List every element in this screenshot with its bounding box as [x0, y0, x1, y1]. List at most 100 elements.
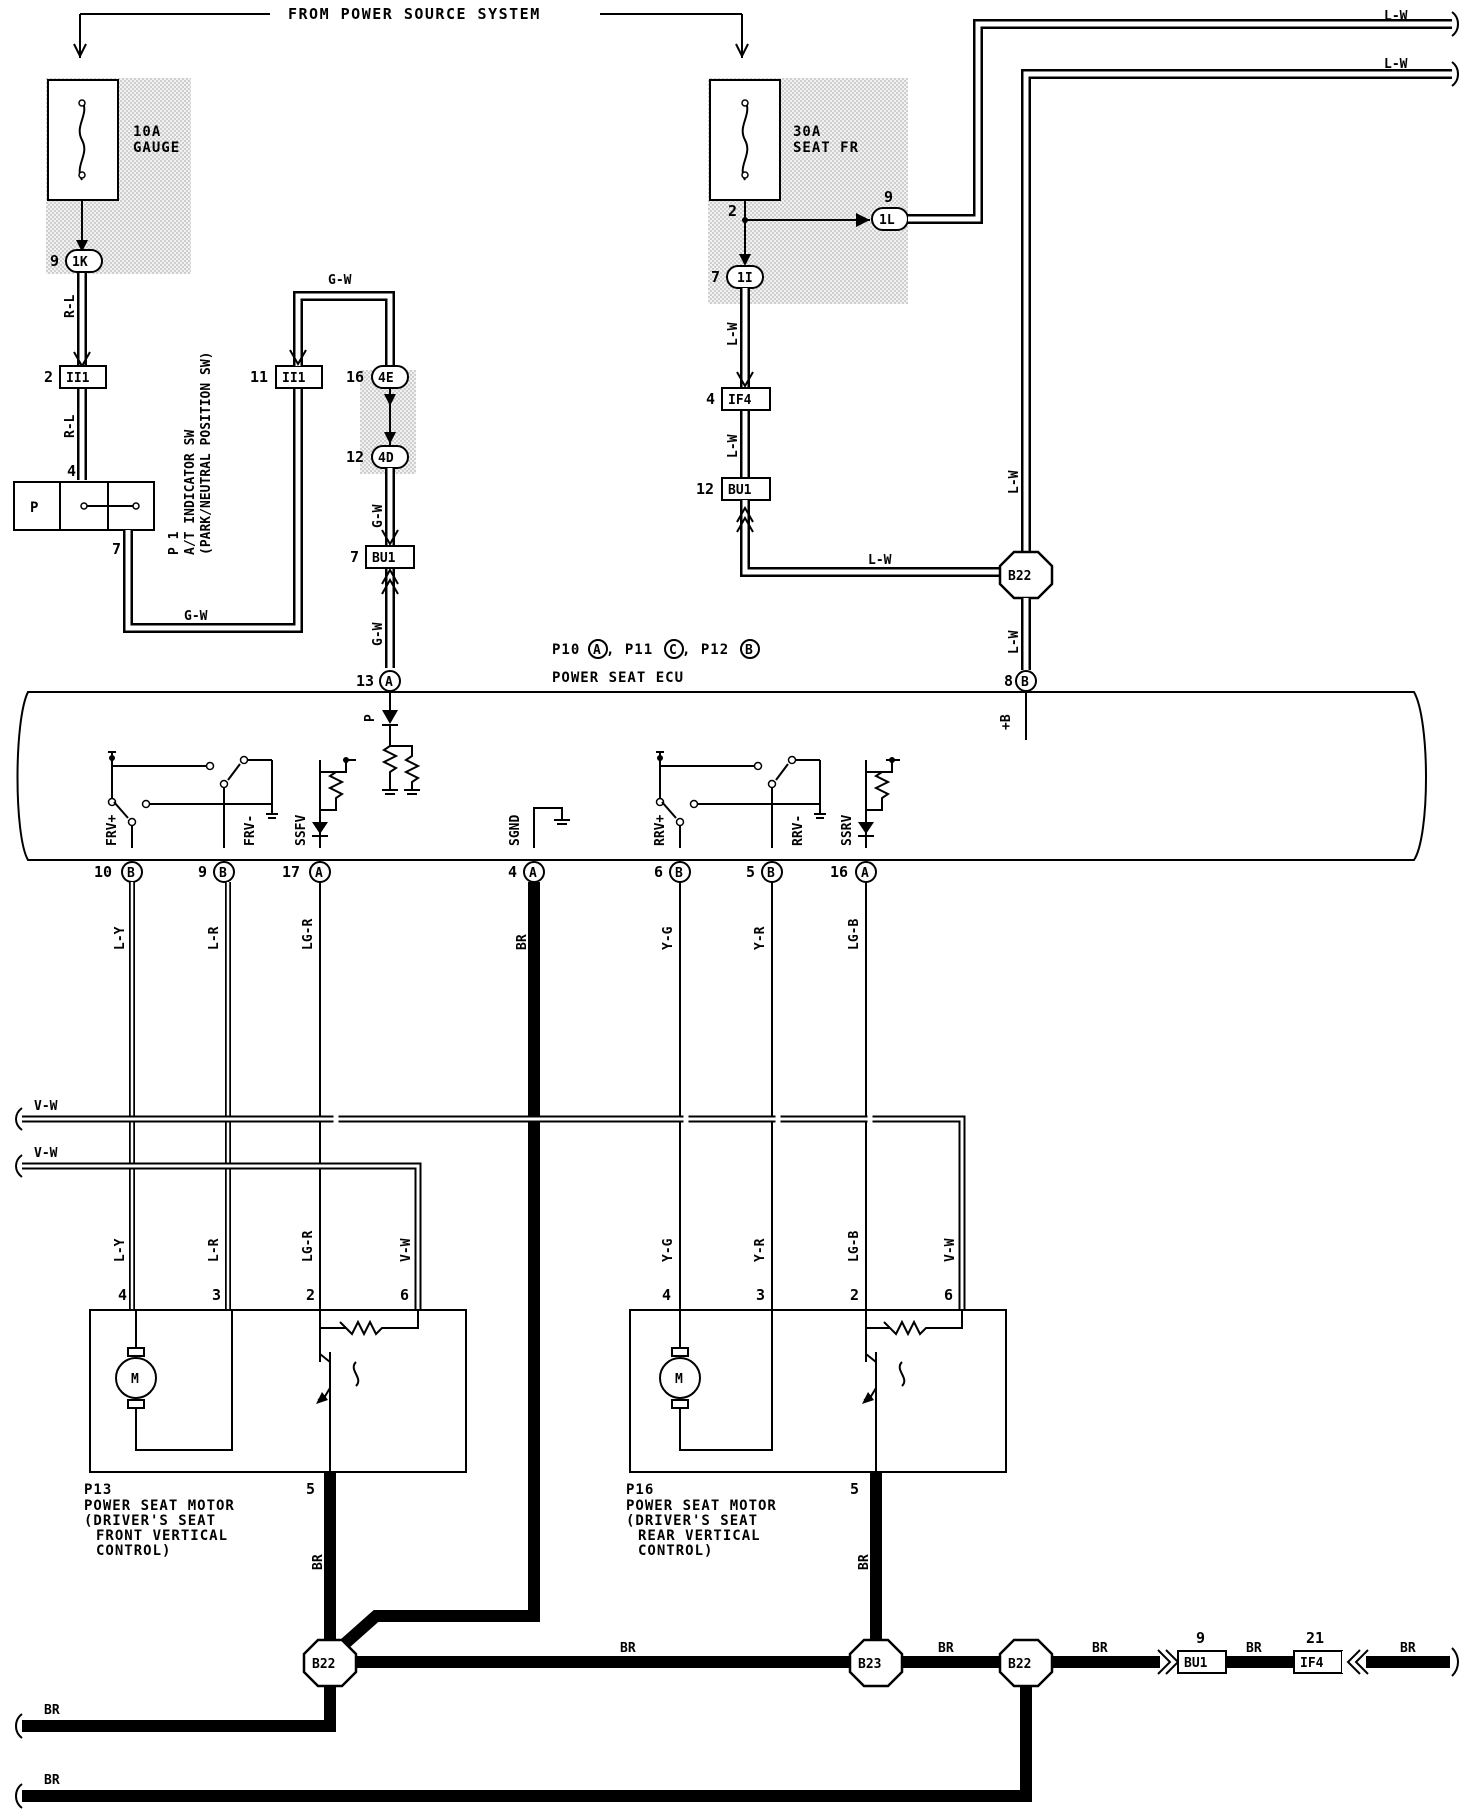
- ecu-connector-p10: P10: [552, 642, 580, 658]
- ecu-letter-c: C: [669, 643, 677, 658]
- wire-label-lg-r-1: LG-R: [301, 919, 316, 950]
- wire-label-lg-b-1: LG-B: [847, 919, 862, 950]
- connector-4d: 4D 12: [346, 445, 409, 469]
- connector-if4-top-label: IF4: [728, 393, 752, 408]
- wire-label-l-y-2: L-Y: [113, 1238, 128, 1262]
- wire-label-br-ground2: BR: [44, 1773, 60, 1788]
- ecu-bottom-pins: B 10 B 9 A 17 A 4 B 6 B 5 A 16: [94, 861, 877, 883]
- connector-bu1-mid-label: BU1: [372, 551, 396, 566]
- wire-label-g-w-mid: G-W: [371, 504, 386, 528]
- ecu-terminal-frv-minus: FRV-: [243, 815, 258, 846]
- wire-label-l-w-2: L-W: [726, 434, 741, 458]
- ecu-pin-16-letter: A: [861, 866, 869, 881]
- motor-p13-pin-5: 5: [306, 1480, 315, 1498]
- ecu-pin-13: 13: [356, 672, 374, 690]
- splice-b22-top: B22: [998, 550, 1054, 600]
- ecu-pin-6-letter: B: [675, 866, 683, 881]
- wire-label-r-l-1: R-L: [63, 294, 78, 318]
- ecu-pin-4-letter: A: [529, 866, 537, 881]
- wire-g-w-down: G-W G-W: [371, 468, 399, 668]
- motor-p13-pin-3: 3: [212, 1286, 221, 1304]
- motor-p13-line1: POWER SEAT MOTOR: [84, 1498, 235, 1514]
- wire-label-l-w-5: L-W: [1007, 630, 1022, 654]
- pin-1l: 9: [884, 188, 893, 206]
- pin-if4-top: 4: [706, 390, 715, 408]
- switch-id: P 1: [167, 531, 182, 555]
- connector-bu1-bottom: BU1 9: [1157, 1629, 1227, 1675]
- wire-label-br-bus4: BR: [1246, 1641, 1262, 1656]
- motor-p16-line2: (DRIVER'S SEAT: [626, 1513, 758, 1529]
- wire-label-v-w-1: V-W: [34, 1099, 58, 1114]
- splice-b22-top-label: B22: [1008, 569, 1031, 584]
- motor-p16-pin-5: 5: [850, 1480, 859, 1498]
- connector-ii1-left-label: II1: [66, 371, 90, 386]
- wire-label-v-w-4: V-W: [943, 1238, 958, 1262]
- pin-bu1-bottom: 9: [1196, 1629, 1205, 1647]
- switch-contact-p: P: [30, 500, 39, 516]
- wire-label-g-w-switch: G-W: [184, 609, 208, 624]
- wire-label-y-g-1: Y-G: [661, 926, 676, 950]
- motor-p16-line4: CONTROL): [638, 1543, 713, 1559]
- pin-1k: 9: [50, 252, 59, 270]
- motor-p16-pin-6: 6: [944, 1286, 953, 1304]
- pin-ii1-right: 11: [250, 368, 268, 386]
- wire-l-w-to-b22: L-W: [736, 500, 1006, 577]
- splice-b23: B23: [848, 1638, 904, 1688]
- motor-p16-pin-2: 2: [850, 1286, 859, 1304]
- wire-label-l-r-1: L-R: [207, 926, 222, 950]
- fuse-seat-fr-amp: 30A: [793, 124, 821, 140]
- pin-switch-4: 4: [67, 462, 76, 480]
- ecu-pin-16: 16: [830, 863, 848, 881]
- wire-label-lg-b-2: LG-B: [847, 1231, 862, 1262]
- pin-switch-7: 7: [112, 540, 121, 558]
- motor-p16-pin-3: 3: [756, 1286, 765, 1304]
- connector-4d-label: 4D: [378, 451, 394, 466]
- ecu-pin-5-letter: B: [767, 866, 775, 881]
- ecu-pin-10-letter: B: [127, 866, 135, 881]
- pin-1i: 7: [711, 268, 720, 286]
- ecu-terminal-rrv-plus: RRV+: [653, 815, 668, 846]
- connector-1k-label: 1K: [72, 255, 88, 270]
- motor-p16-line1: POWER SEAT MOTOR: [626, 1498, 777, 1514]
- pin-ii1-left: 2: [44, 368, 53, 386]
- power-seat-ecu: P10 A , P11 C , P12 B POWER SEAT ECU A 1…: [16, 639, 1427, 883]
- ecu-pin-9: 9: [198, 863, 207, 881]
- wire-label-l-w-4: L-W: [1007, 470, 1022, 494]
- power-source-header: FROM POWER SOURCE SYSTEM: [73, 5, 749, 59]
- fuse-gauge-amp: 10A: [133, 124, 161, 140]
- motor-p16-id: P16: [626, 1482, 654, 1498]
- ecu-terminal-b: +B: [999, 714, 1014, 730]
- wire-label-br-m1: BR: [311, 1554, 326, 1570]
- connector-if4-bottom: IF4 21: [1293, 1629, 1369, 1675]
- ecu-terminal-ssfv: SSFV: [294, 815, 309, 846]
- wire-label-br-bus3: BR: [1092, 1641, 1108, 1656]
- wire-l-w-right: L-W L-W L-W: [908, 9, 1459, 556]
- ecu-pin-5: 5: [746, 863, 755, 881]
- wire-label-br-sgnd: BR: [515, 934, 530, 950]
- connector-bu1-top-label: BU1: [728, 483, 752, 498]
- wire-label-y-r-1: Y-R: [753, 926, 768, 950]
- motor-p16: 4 3 2 6 M: [629, 1286, 1007, 1473]
- wire-label-g-w-top: G-W: [328, 273, 352, 288]
- motor-p16-symbol: M: [675, 1372, 683, 1387]
- wire-label-l-y-1: L-Y: [113, 926, 128, 950]
- fuse-seat-fr-name: SEAT FR: [793, 140, 859, 156]
- splice-b22-left: B22: [302, 1638, 358, 1688]
- motor-p13-pin-4: 4: [118, 1286, 127, 1304]
- motor-p13-pin-2: 2: [306, 1286, 315, 1304]
- motor-p13-pin-6: 6: [400, 1286, 409, 1304]
- ecu-pin-8: 8: [1004, 672, 1013, 690]
- power-source-label: FROM POWER SOURCE SYSTEM: [288, 5, 541, 23]
- wire-label-l-w-3: L-W: [868, 553, 892, 568]
- wire-l-w-fuse: L-W L-W: [726, 288, 754, 478]
- ecu-pin-10: 10: [94, 863, 112, 881]
- connector-if4-bottom-label: IF4: [1300, 1656, 1324, 1671]
- wire-label-y-g-2: Y-G: [661, 1238, 676, 1262]
- wire-label-br-m2: BR: [857, 1554, 872, 1570]
- pin-bu1-top: 12: [696, 480, 714, 498]
- wire-label-lg-r-2: LG-R: [301, 1231, 316, 1262]
- ecu-terminal-rrv-minus: RRV-: [791, 815, 806, 846]
- connector-4e: 4E 16: [346, 365, 409, 389]
- ecu-terminal-sgnd: SGND: [508, 815, 523, 846]
- connector-ii1-right-label: II1: [282, 371, 306, 386]
